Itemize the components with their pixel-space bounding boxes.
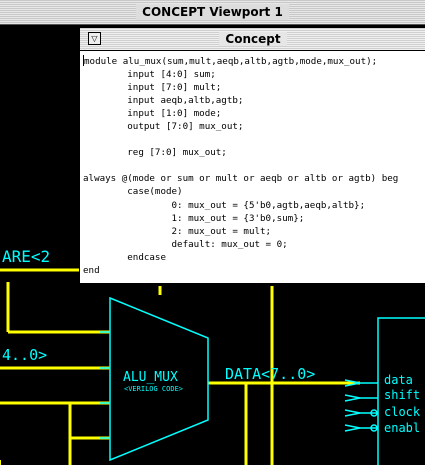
collapse-box[interactable]: ▽ (88, 32, 101, 45)
right-component-symbol[interactable] (344, 317, 425, 465)
code-line: always @(mode or sum or mult or aeqb or … (83, 173, 399, 185)
signal-label-data[interactable]: DATA<7..0> (225, 365, 316, 383)
code-line: input aeqb,altb,agtb; (83, 95, 244, 107)
code-line (83, 133, 425, 146)
pin-label-enable[interactable]: enabl (384, 421, 421, 435)
alu-mux-symbol[interactable] (100, 296, 209, 462)
code-line-text: module alu_mux(sum,mult,aeqb,altb,agtb,m… (84, 56, 378, 67)
pin-label-clock[interactable]: clock (384, 405, 421, 419)
code-line: 1: mux_out = {3'b0,sum}; (83, 212, 305, 224)
code-line: input [4:0] sum; (83, 69, 216, 81)
code-line: input [7:0] mult; (83, 82, 222, 94)
text-cursor (83, 55, 84, 66)
code-line: output [7:0] mux_out; (83, 121, 244, 133)
signal-label-compare[interactable]: ARE<2 (2, 247, 51, 266)
code-line: 0: mux_out = {5'b0,agtb,aeqb,altb}; (83, 199, 366, 211)
pin-label-shift[interactable]: shift (384, 388, 421, 402)
viewport-title-bar[interactable]: CONCEPT Viewport 1 (0, 0, 425, 25)
concept-title-bar[interactable]: ▽ Concept (80, 28, 425, 51)
pin-label-data[interactable]: data (384, 373, 413, 387)
concept-window[interactable]: ▽ Concept module alu_mux(sum,mult,aeqb,a… (79, 27, 425, 284)
code-line: module alu_mux(sum,mult,aeqb,altb,agtb,m… (83, 55, 425, 68)
code-line: 2: mux_out = mult; (83, 225, 272, 237)
code-line: default: mux_out = 0; (83, 238, 288, 250)
alu-mux-block-subtitle: <VERILOG CODE> (124, 385, 184, 393)
schematic-drawing (0, 268, 425, 465)
code-line: case(mode) (83, 186, 183, 198)
alu-mux-block-name: ALU_MUX (123, 370, 178, 385)
chevron-down-icon: ▽ (91, 33, 98, 43)
code-line: input [1:0] mode; (83, 108, 222, 120)
wires (0, 268, 360, 465)
concept-title: Concept (219, 32, 287, 46)
signal-label-bus-in[interactable]: 4..0> (2, 346, 48, 364)
schematic-canvas[interactable]: ARE<2 4..0> DATA<7..0> ALU_MUX <VERILOG … (0, 25, 425, 465)
code-line: end (83, 264, 100, 276)
code-line: endcase (83, 251, 166, 263)
code-line (83, 159, 425, 172)
code-line: reg [7:0] mux_out; (83, 147, 227, 159)
viewport-title: CONCEPT Viewport 1 (136, 4, 289, 20)
verilog-code-editor[interactable]: module alu_mux(sum,mult,aeqb,altb,agtb,m… (80, 51, 425, 281)
